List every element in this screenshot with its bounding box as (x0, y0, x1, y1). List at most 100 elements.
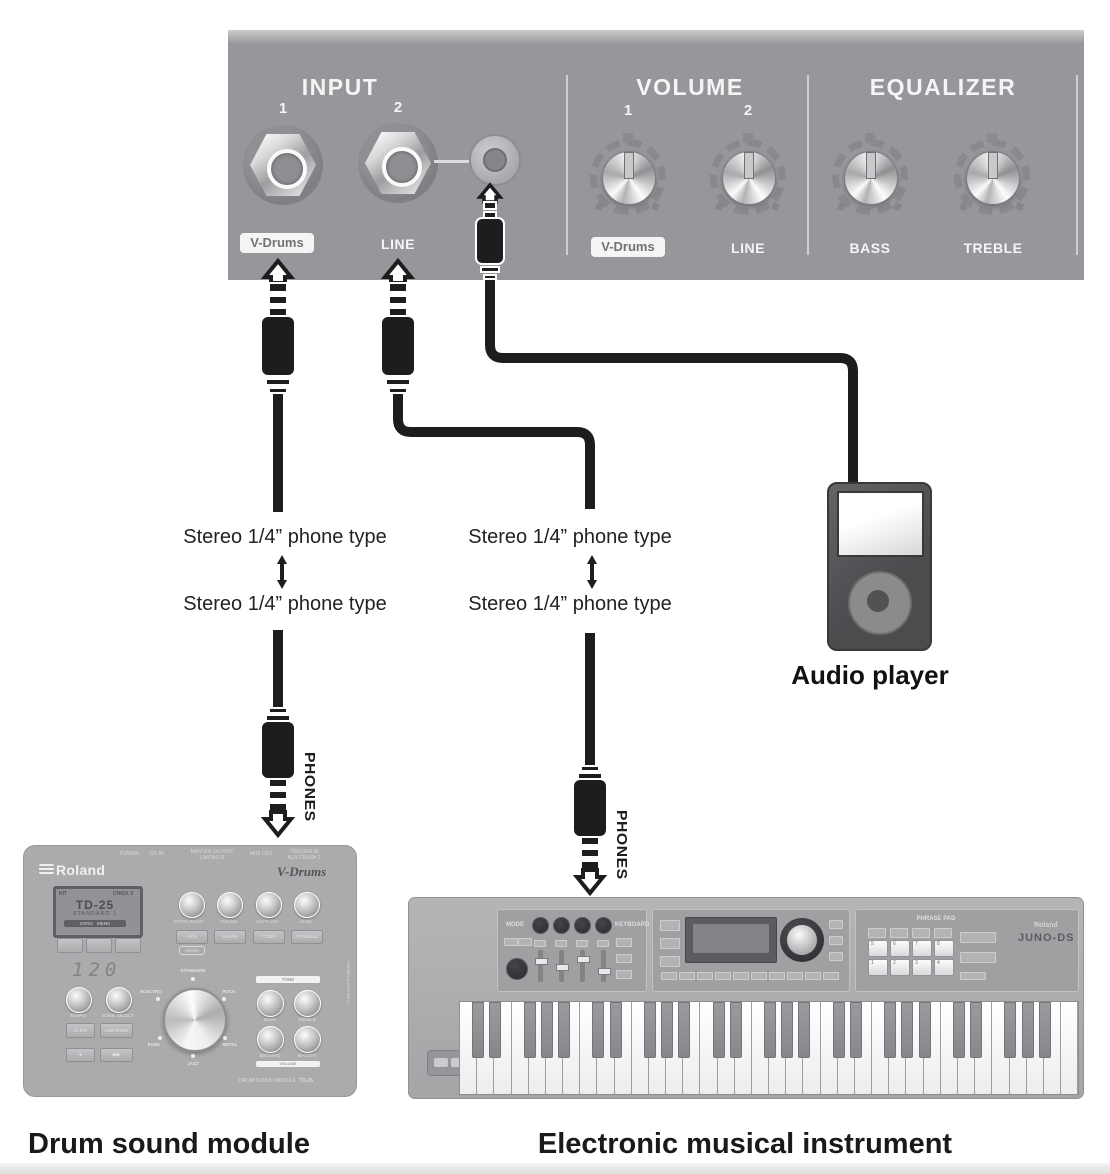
rear-label-master-output: MASTER OUTPUT (190, 849, 234, 855)
keyboard-caption: Electronic musical instrument (537, 1128, 953, 1160)
control-knob (532, 917, 549, 934)
small-button (829, 936, 843, 945)
input-2-number: 2 (393, 99, 403, 116)
phrase-pad-6: 6 (890, 940, 910, 957)
control-knob (553, 917, 570, 934)
equalizer-section-title: EQUALIZER (869, 74, 1017, 100)
display-preset: STANDARD 1 (72, 911, 118, 917)
small-button (534, 940, 546, 947)
volume-2-number: 2 (743, 102, 753, 119)
small-button (787, 972, 803, 980)
small-button (555, 940, 567, 947)
audio-player-screen (837, 491, 924, 557)
keyboard-display (685, 917, 777, 963)
value-dial (780, 918, 824, 962)
backing-label: BACKING (259, 1053, 281, 1058)
jack-link-line (434, 160, 469, 163)
small-button (576, 940, 588, 947)
click-wheel-center (867, 590, 889, 612)
piano-black-key (884, 1002, 897, 1058)
level-label: LEVEL (299, 919, 314, 924)
genre-dot (223, 1036, 227, 1040)
small-button (805, 972, 821, 980)
display-menu-right: MENU (97, 921, 111, 926)
drum-module-caption: Drum sound module (28, 1128, 310, 1160)
audio-player (827, 482, 932, 651)
tuning-label: TUNING (220, 919, 238, 924)
genre-dot (156, 997, 160, 1001)
snare-button: SNARE (214, 930, 246, 944)
volume-group-label: VOLUME (256, 1061, 320, 1067)
bass-knob (830, 133, 910, 217)
rear-label-trigger-in: TRIGGER IN (289, 849, 319, 855)
rear-label-power: POWER (120, 851, 139, 857)
piano-black-key (764, 1002, 776, 1058)
phrase-pad-1: 1 (868, 959, 888, 976)
input-jack-1 (243, 125, 323, 205)
piano-black-key (523, 1002, 536, 1058)
keyboard-left-panel: MODE KEYBOARD (497, 909, 650, 992)
small-button (715, 972, 731, 980)
genre-standard: STANDARD (180, 968, 206, 973)
function-button (115, 938, 141, 953)
keyboard-section-label: KEYBOARD (615, 922, 650, 928)
cable2-phones-label: PHONES (613, 810, 630, 880)
small-button (697, 972, 713, 980)
small-button (616, 938, 632, 947)
piano-black-key (918, 1002, 931, 1058)
volume-knob-2 (708, 133, 788, 217)
piano-black-key (901, 1002, 914, 1058)
panel-bevel (228, 30, 1084, 44)
piano-black-key (660, 1002, 673, 1058)
display-menu-left: SONG (79, 921, 93, 926)
electronic-keyboard: MODE KEYBOARD (408, 897, 1084, 1099)
genre-dot (158, 1036, 162, 1040)
rear-label-dc-in: DC IN (150, 851, 164, 857)
genre-funk: FUNK (147, 1042, 161, 1047)
volume-section-title: VOLUME (636, 74, 744, 100)
mini-plug-icon (475, 182, 505, 280)
drum-sound-module: POWER DC IN MASTER OUTPUT L/MONO R MIDI … (23, 845, 357, 1097)
phrase-pad-7: 7 (912, 940, 932, 957)
small-button (679, 972, 695, 980)
level-knob (294, 892, 320, 918)
small-button (504, 938, 518, 946)
section-divider (1076, 75, 1078, 255)
small-button (616, 954, 632, 963)
keyboard-display-panel (652, 909, 850, 992)
backing-knob (257, 1026, 284, 1053)
piano-black-key (1038, 1002, 1051, 1058)
trs-plug-down-icon (260, 707, 296, 838)
piano-black-key (970, 1002, 982, 1058)
genre-rock: ROCK (222, 989, 236, 994)
trs-plug-up-icon (380, 258, 416, 394)
small-button (660, 920, 680, 931)
small-button (960, 952, 996, 963)
phrase-pad-4: 4 (934, 959, 954, 976)
rear-label-master-jacks: L/MONO R (199, 855, 225, 861)
slider (535, 950, 548, 982)
phrase-pad-5: 5 (868, 940, 888, 957)
slider (556, 950, 569, 982)
piano-black-key (729, 1002, 742, 1058)
tempo-knob-label: TEMPO (69, 1013, 86, 1018)
master-volume-knob (506, 958, 528, 980)
cable1-lower-type-label: Stereo 1/4” phone type (183, 593, 387, 615)
muffling-knob (256, 892, 282, 918)
module-side-label: PHONES AUDIO INPUT (346, 961, 351, 1005)
small-button (823, 972, 839, 980)
module-footer: DRUM SOUND MODULE TD-25 (239, 1078, 313, 1084)
small-button (733, 972, 749, 980)
treble-label: TREBLE (963, 240, 1023, 256)
phrase-pad-panel: PHRASE PAD 5 6 7 8 1 2 3 4 Roland JUNO-D… (855, 909, 1079, 992)
module-treble-label: TREBLE (298, 1017, 316, 1022)
small-button (960, 972, 986, 980)
module-bass-label: BASS (263, 1017, 276, 1022)
trs-plug-down-icon (572, 765, 608, 896)
piano-black-key (592, 1002, 605, 1058)
piano-black-key (472, 1002, 485, 1058)
piano-black-key (489, 1002, 502, 1058)
